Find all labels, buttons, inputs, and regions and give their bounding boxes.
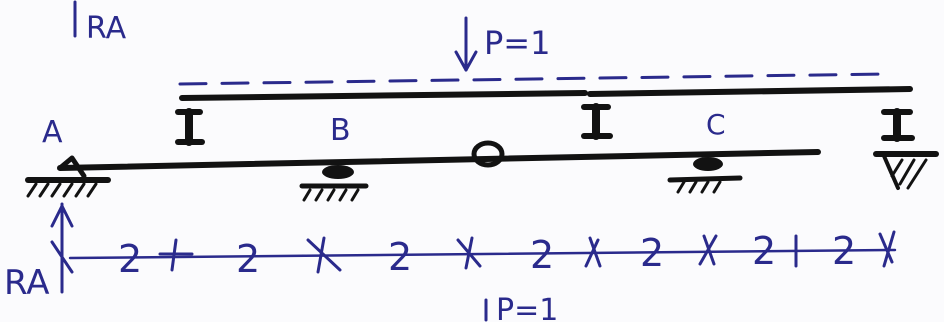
hinge [471,140,505,168]
support-c-roller [667,157,743,194]
span-4: 2 [530,233,554,277]
post-2 [581,103,613,140]
support-a-label: A [42,115,63,150]
upper-beam-right [587,86,913,97]
load-path-dashed-line [178,72,887,86]
span-5: 2 [640,231,664,275]
span-1: 2 [118,237,142,281]
fixed-support-right [873,151,939,190]
span-2: 2 [236,237,260,281]
load-label-top: P=1 [484,24,550,62]
span-6: 2 [752,229,776,273]
span-7: 2 [832,229,856,273]
support-b-roller [299,165,369,202]
upper-beam-left [179,90,588,101]
load-arrow-top [454,16,478,72]
post-3 [881,108,915,142]
dimension-ticks [50,230,896,274]
reaction-arrow-bottom [50,202,74,294]
bottom-reaction-label: RA [4,263,50,303]
span-3: 2 [388,235,412,279]
support-a-pin [25,155,111,198]
support-b-label: B [330,113,351,148]
post-1 [175,108,205,146]
top-reaction-label: RA [86,11,127,46]
main-beam [57,149,821,171]
dimension-line [68,248,897,260]
support-c-label: C [706,108,726,141]
load-label-bottom: P=1 [496,293,558,322]
